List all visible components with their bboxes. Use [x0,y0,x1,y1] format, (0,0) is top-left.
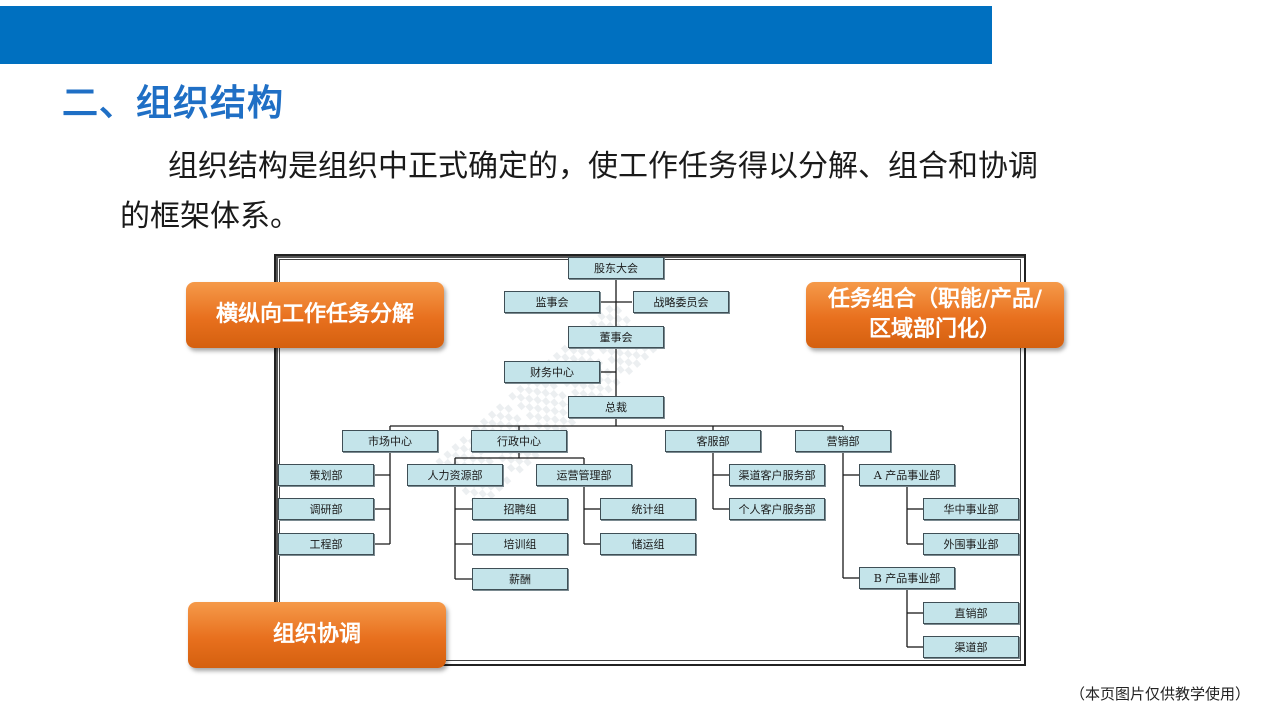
definition-paragraph: 组织结构是组织中正式确定的，使工作任务得以分解、组合和协调 的框架体系。 [120,142,1130,242]
node-personal-customer-service: 个人客户服务部 [729,498,825,520]
node-strategy-committee: 战略委员会 [633,291,729,313]
node-shareholders: 股东大会 [568,257,664,279]
node-channel-customer-service: 渠道客户服务部 [729,464,825,486]
footer-note: （本页图片仅供教学使用） [1069,685,1250,703]
node-engineering-dept: 工程部 [278,533,374,555]
node-supervisory-board: 监事会 [504,291,600,313]
callout-org-coordination: 组织协调 [188,602,446,668]
node-channel-dept: 渠道部 [923,636,1019,658]
node-product-a-division: A 产品事业部 [859,464,955,486]
node-product-b-division: B 产品事业部 [859,567,955,589]
callout-task-decomposition: 横纵向工作任务分解 [186,282,444,348]
callout-org-coordination-label: 组织协调 [272,622,361,647]
paragraph-line-2: 的框架体系。 [120,199,300,234]
node-salary: 薪酬 [472,568,568,590]
node-ceo: 总裁 [568,396,664,418]
callout-task-combination-label: 任务组合（职能/产品/ 区域部门化） [827,287,1043,342]
node-market-center: 市场中心 [342,430,438,452]
callout-task-combination: 任务组合（职能/产品/ 区域部门化） [806,282,1064,348]
node-marketing: 营销部 [795,430,891,452]
node-planning-dept: 策划部 [278,464,374,486]
node-admin-center: 行政中心 [471,430,567,452]
node-finance-center: 财务中心 [504,361,600,383]
node-logistics-group: 储运组 [600,533,696,555]
node-training-group: 培训组 [472,533,568,555]
node-central-china-division: 华中事业部 [923,498,1019,520]
node-direct-sales-dept: 直销部 [923,602,1019,624]
node-research-dept: 调研部 [278,498,374,520]
callout-task-decomposition-label: 横纵向工作任务分解 [215,302,414,327]
node-overseas-division: 外围事业部 [923,533,1019,555]
node-operations-dept: 运营管理部 [536,464,632,486]
node-customer-service: 客服部 [665,430,761,452]
node-statistics-group: 统计组 [600,498,696,520]
top-banner-bar [0,6,992,64]
node-board-of-directors: 董事会 [568,326,664,348]
paragraph-line-1: 组织结构是组织中正式确定的，使工作任务得以分解、组合和协调 [168,149,1038,184]
node-hr-dept: 人力资源部 [407,464,503,486]
node-recruit-group: 招聘组 [472,498,568,520]
page-title: 二、组织结构 [62,83,285,124]
